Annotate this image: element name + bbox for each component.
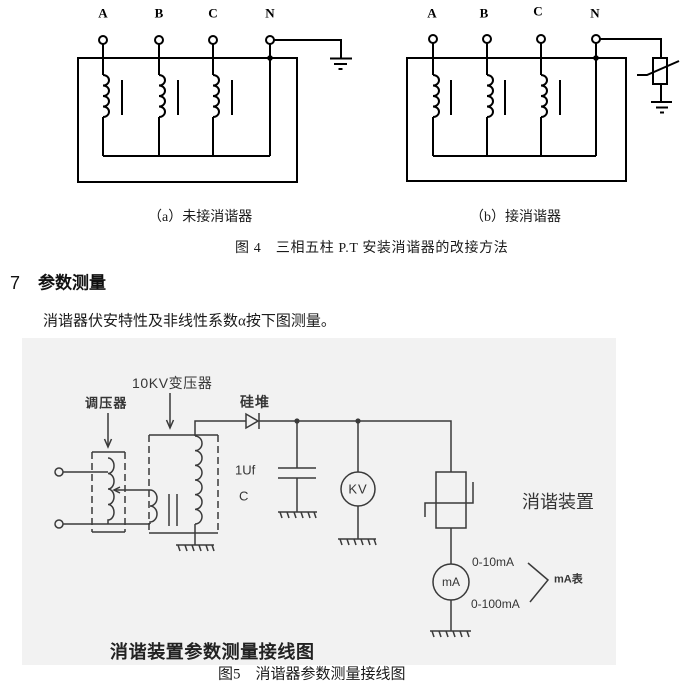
figure4-panel-b	[406, 34, 680, 182]
terminal-b	[154, 35, 164, 45]
section-title: 参数测量	[38, 273, 106, 293]
varistor-nonlinear-mark	[637, 60, 680, 76]
ground-icon	[176, 544, 215, 552]
ground-icon	[430, 630, 471, 638]
range-low-label: 0-10mA	[472, 555, 515, 569]
figure5-caption: 图5 消谐器参数测量接线图	[218, 666, 406, 683]
input-terminal-top	[54, 467, 64, 477]
terminal-label-b: B	[154, 5, 164, 21]
ammeter-label: mA	[442, 575, 460, 589]
figure4-panel-a	[77, 35, 352, 183]
terminal-b	[482, 34, 492, 44]
junction-dot	[267, 55, 273, 61]
terminal-label-a: A	[427, 5, 437, 21]
meter-label: mA表	[554, 573, 583, 586]
phase-a-coil-icon	[102, 74, 110, 118]
primary-coil-icon	[149, 489, 158, 524]
ground-icon	[278, 511, 317, 519]
scan-background	[22, 338, 616, 665]
transformer-label: 10KV变压器	[132, 375, 213, 391]
diode-icon	[245, 412, 260, 430]
terminal-label-n: N	[590, 5, 600, 21]
phase-a-coil-icon	[432, 74, 440, 118]
wiper-arrow-icon	[112, 486, 121, 494]
terminal-label-c: C	[208, 5, 218, 21]
ground-wire	[274, 39, 342, 58]
hv-output-wire	[194, 420, 246, 436]
phase-c-coil-icon	[212, 74, 220, 118]
phase-b-coil-icon	[486, 74, 494, 118]
junction-dot	[593, 55, 599, 61]
terminal-a	[428, 34, 438, 44]
capacitor-label: C	[239, 488, 249, 504]
eliminator-device-label: 消谐装置	[522, 492, 594, 512]
panel-a-caption: （a）未接消谐器	[148, 210, 253, 225]
terminal-label-b: B	[479, 5, 489, 21]
rectifier-label: 硅堆	[240, 394, 270, 410]
section-paragraph: 消谐器伏安特性及非线性系数α按下图测量。	[43, 313, 336, 330]
terminal-label-c: C	[533, 3, 543, 19]
range-high-label: 0-100mA	[471, 597, 520, 611]
terminal-n	[265, 35, 275, 45]
terminal-label-n: N	[265, 5, 275, 21]
eliminator-varistor-icon	[435, 471, 467, 529]
capacitance-label: 1Uf	[235, 462, 256, 478]
terminal-label-a: A	[98, 5, 108, 21]
secondary-coil-icon	[194, 435, 203, 525]
pt-core-frame	[406, 57, 627, 182]
ground-icon	[338, 538, 377, 546]
section-number: 7	[10, 273, 21, 293]
ground-icon	[651, 101, 672, 114]
arrow-down-icon	[103, 438, 113, 449]
range-bracket	[527, 562, 550, 603]
varistor-nonlinear-mark	[424, 482, 474, 517]
hv-bus-wire	[259, 420, 452, 472]
pt-core-frame	[77, 57, 298, 183]
phase-b-coil-icon	[158, 74, 166, 118]
phase-c-coil-icon	[540, 74, 548, 118]
varistor-wire	[600, 38, 662, 58]
terminal-a	[98, 35, 108, 45]
ground-icon	[330, 57, 352, 70]
schematic-inner-title: 消谐装置参数测量接线图	[110, 642, 315, 662]
terminal-c	[208, 35, 218, 45]
voltmeter-label: KV	[348, 481, 368, 497]
input-terminal-bottom	[54, 519, 64, 529]
regulator-coil-icon	[107, 457, 115, 524]
arrow-down-icon	[165, 419, 175, 430]
terminal-c	[536, 34, 546, 44]
panel-b-caption: （b）接消谐器	[470, 210, 561, 225]
terminal-n	[591, 34, 601, 44]
regulator-label: 调压器	[85, 395, 128, 411]
figure5-schematic	[22, 338, 616, 665]
figure4-caption: 图 4 三相五柱 P.T 安装消谐器的改接方法	[235, 241, 509, 256]
